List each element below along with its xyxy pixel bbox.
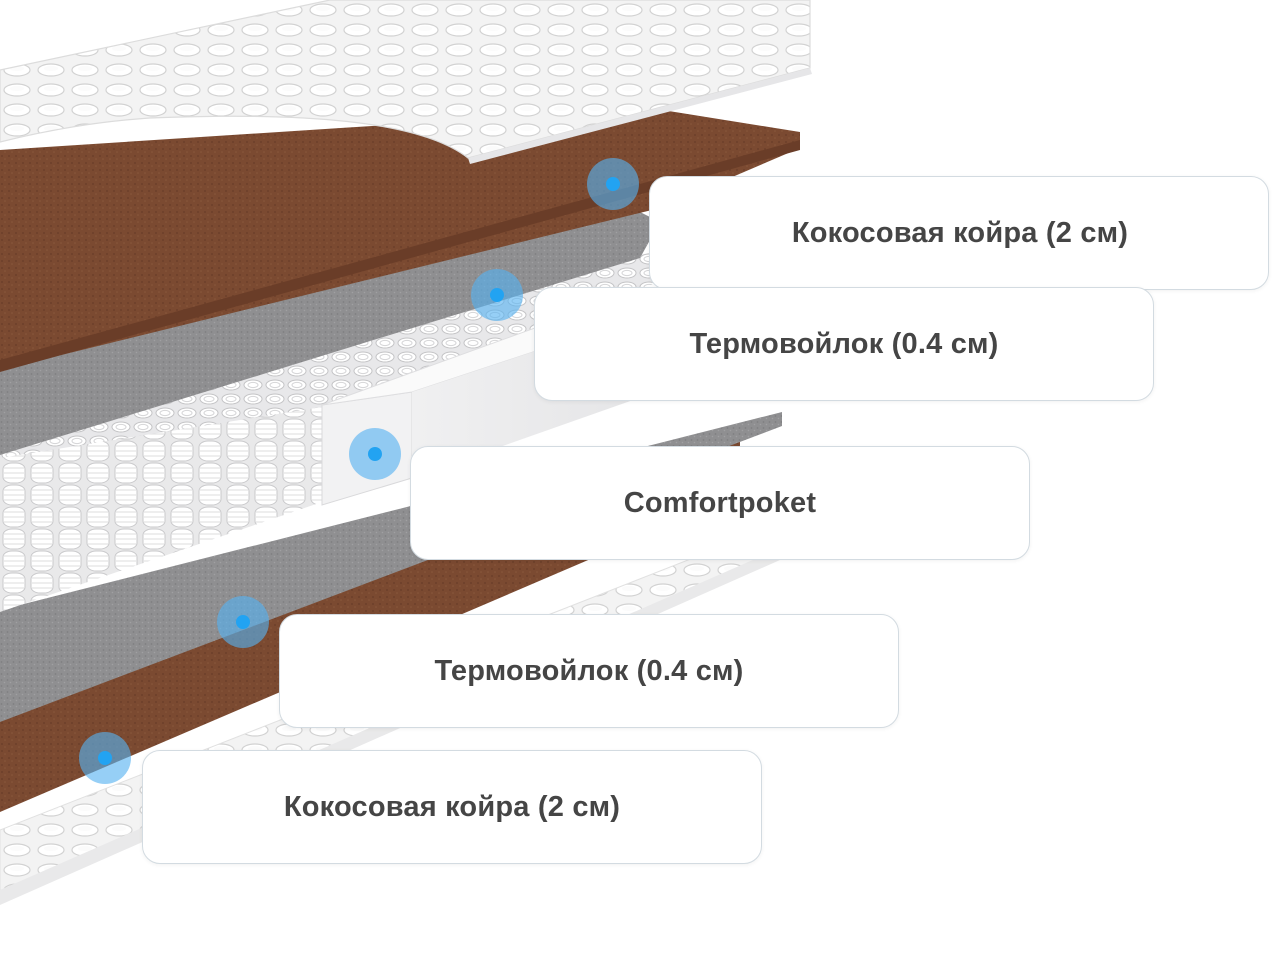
layer-label-text: Кокосовая койра (2 см) (791, 216, 1129, 249)
layer-label-card-top-coir[interactable]: Кокосовая койра (2 см) (649, 176, 1269, 290)
hotspot-top-felt[interactable] (471, 269, 523, 321)
layer-label-text: Термовойлок (0.4 см) (689, 327, 999, 360)
hotspot-bottom-felt[interactable] (217, 596, 269, 648)
layer-label-card-bottom-coir[interactable]: Кокосовая койра (2 см) (142, 750, 762, 864)
layer-label-card-bottom-felt[interactable]: Термовойлок (0.4 см) (279, 614, 899, 728)
layer-label-card-springs[interactable]: Comfortpoket (410, 446, 1030, 560)
hotspot-springs[interactable] (349, 428, 401, 480)
layer-label-card-top-felt[interactable]: Термовойлок (0.4 см) (534, 287, 1154, 401)
layer-label-text: Comfortpoket (623, 486, 817, 519)
hotspot-bottom-coir[interactable] (79, 732, 131, 784)
hotspot-dot (606, 177, 620, 191)
layer-label-text: Термовойлок (0.4 см) (434, 654, 744, 687)
hotspot-top-coir[interactable] (587, 158, 639, 210)
top-cover-edge (468, 68, 812, 164)
layer-label-text: Кокосовая койра (2 см) (283, 790, 621, 823)
hotspot-dot (98, 751, 112, 765)
hotspot-dot (236, 615, 250, 629)
top-cover (0, 0, 811, 159)
spring-block-front (0, 405, 322, 612)
hotspot-dot (368, 447, 382, 461)
hotspot-dot (490, 288, 504, 302)
